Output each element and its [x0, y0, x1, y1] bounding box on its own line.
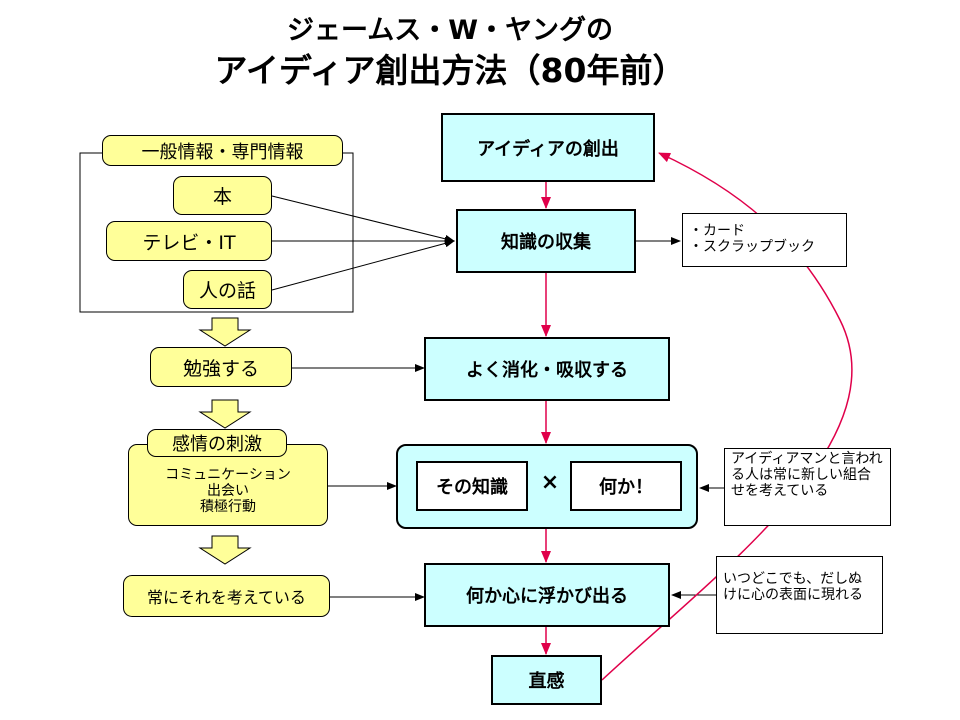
step-collect-knowledge: 知識の収集 — [456, 209, 636, 273]
emotion-item: 出会い — [207, 483, 249, 499]
times-symbol: × — [540, 470, 560, 495]
title-line-2: アイディア創出方法（80年前） — [214, 51, 686, 90]
arrow-talk-to-collect — [271, 239, 455, 291]
source-talk: 人の話 — [183, 270, 272, 309]
note-idea-man: アイディアマンと言われる人は常に新しい組合せを考えている — [724, 448, 891, 526]
emotion-box: コミュニケーション 出会い 積極行動 — [128, 444, 328, 526]
arrow-book-to-collect — [271, 195, 455, 243]
step-digest-absorb: よく消化・吸収する — [424, 337, 670, 401]
emotion-label: 感情の刺激 — [147, 429, 287, 457]
source-group-label: 一般情報・専門情報 — [102, 135, 343, 166]
step-combine-group: その知識 × 何か！ — [396, 444, 698, 529]
step-intuition: 直感 — [491, 655, 602, 705]
red-feedback-curve — [601, 152, 853, 681]
combine-something: 何か！ — [570, 461, 682, 511]
down-block-arrow-1 — [198, 317, 252, 347]
note-anytime: いつどこでも、だしぬけに心の表面に現れる — [716, 556, 883, 634]
note-line: ・カード — [689, 223, 745, 239]
title-line-1: ジェームス・W・ヤングの — [287, 15, 613, 46]
down-block-arrow-3 — [198, 535, 252, 565]
study-box: 勉強する — [150, 347, 292, 387]
combine-knowledge: その知識 — [416, 461, 528, 511]
emotion-item: 積極行動 — [200, 499, 256, 515]
source-book: 本 — [173, 176, 272, 215]
down-block-arrow-2 — [198, 399, 252, 429]
source-group-bracket — [79, 152, 354, 313]
note-line: ・スクラップブック — [689, 239, 815, 255]
step-emerge-in-mind: 何か心に浮かび出る — [424, 563, 670, 627]
always-thinking-box: 常にそれを考えている — [123, 575, 330, 617]
step-idea-creation: アイディアの創出 — [441, 113, 655, 182]
note-collect-tools: ・カード ・スクラップブック — [682, 213, 847, 267]
source-tv-it: テレビ・IT — [106, 221, 272, 261]
emotion-item: コミュニケーション — [165, 467, 291, 483]
